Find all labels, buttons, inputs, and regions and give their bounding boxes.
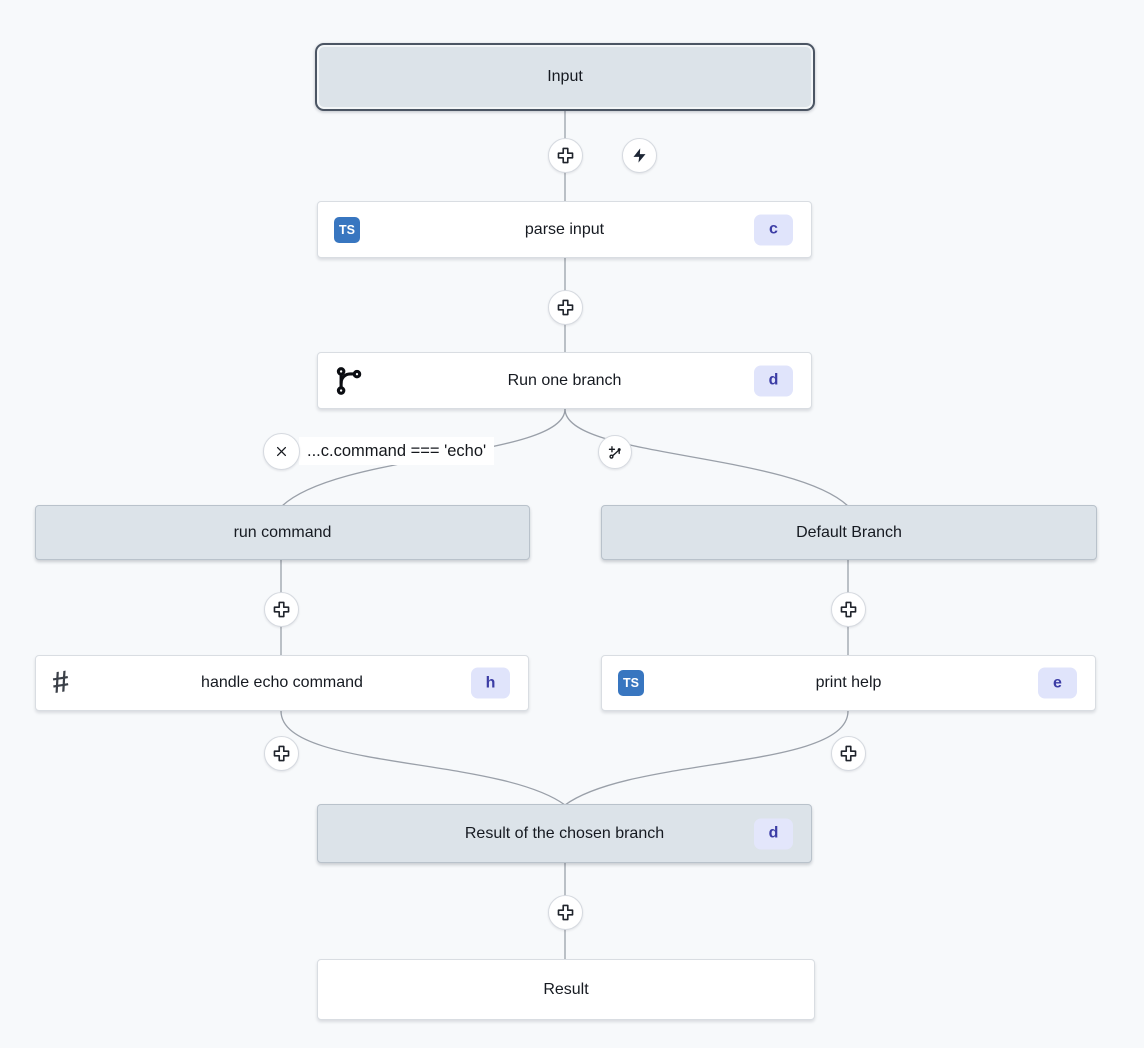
node-result-of-chosen-branch[interactable]: Result of the chosen branch d: [317, 804, 812, 863]
node-result-branch-label: Result of the chosen branch: [464, 824, 665, 842]
x-icon: [276, 446, 287, 457]
step-id-badge: c: [754, 214, 793, 245]
branch-header-default[interactable]: Default Branch: [601, 505, 1097, 560]
node-print-help-label: print help: [815, 674, 882, 691]
node-input-label: Input: [547, 68, 583, 85]
edge-merge-left: [280, 710, 566, 806]
typescript-icon: TS: [334, 216, 360, 243]
node-print-help[interactable]: TS print help e: [601, 655, 1096, 711]
node-run-one-branch-label: Run one branch: [507, 371, 622, 389]
edge-merge-right: [564, 710, 849, 806]
insert-step-button[interactable]: [264, 736, 299, 771]
insert-step-button[interactable]: [548, 290, 583, 325]
bash-hash-icon: #: [49, 664, 72, 701]
node-result-label: Result: [543, 980, 589, 998]
node-handle-echo-command[interactable]: # handle echo command h: [35, 655, 529, 711]
branch-header-label: Default Branch: [796, 523, 902, 541]
insert-step-button[interactable]: [548, 895, 583, 930]
lightning-bolt-icon: [633, 148, 646, 163]
remove-branch-button[interactable]: [263, 433, 300, 470]
add-branch-button[interactable]: [598, 435, 632, 469]
node-run-one-branch[interactable]: Run one branch d: [317, 352, 812, 409]
insert-step-button[interactable]: [831, 592, 866, 627]
plus-icon: [557, 147, 574, 164]
step-id-badge: d: [754, 818, 793, 849]
insert-step-button[interactable]: [831, 736, 866, 771]
branch-header-label: run command: [233, 523, 332, 541]
plus-icon: [557, 904, 574, 921]
step-id-badge: e: [1038, 667, 1077, 699]
node-parse-input[interactable]: TS parse input c: [317, 201, 812, 258]
trigger-button[interactable]: [622, 138, 657, 173]
edge-branch-right: [564, 408, 849, 507]
step-id-badge: h: [471, 667, 510, 699]
branch-condition-label: ...c.command === 'echo': [299, 437, 495, 465]
plus-icon: [273, 745, 290, 762]
insert-step-button[interactable]: [264, 592, 299, 627]
node-result[interactable]: Result: [317, 959, 815, 1020]
node-handle-echo-label: handle echo command: [201, 674, 363, 691]
node-parse-input-label: parse input: [524, 220, 605, 238]
plus-icon: [273, 601, 290, 618]
branch-plus-icon: [608, 445, 621, 459]
step-id-badge: d: [754, 365, 793, 396]
node-input[interactable]: Input: [315, 43, 815, 111]
plus-icon: [840, 745, 857, 762]
git-branch-icon: [336, 366, 362, 395]
typescript-icon: TS: [618, 670, 644, 696]
branch-header-run-command[interactable]: run command: [35, 505, 530, 560]
plus-icon: [840, 601, 857, 618]
insert-step-button[interactable]: [548, 138, 583, 173]
plus-icon: [557, 299, 574, 316]
